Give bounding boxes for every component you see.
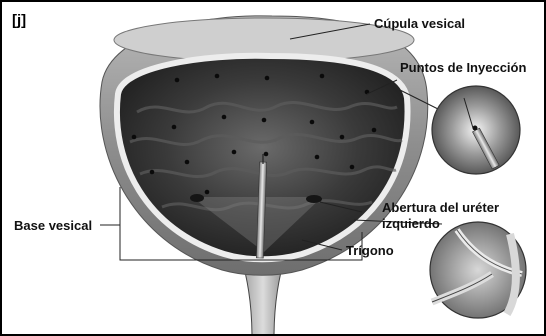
figure-tag: [j]: [12, 12, 26, 29]
label-puntos-de-inyeccion: Puntos de Inyección: [400, 60, 526, 75]
label-base-vesical: Base vesical: [14, 218, 92, 233]
right-ureteral-orifice: [190, 194, 204, 202]
left-ureteral-orifice: [306, 195, 322, 203]
label-trigono: Trígono: [346, 243, 394, 258]
label-abertura-ureter-line1: Abertura del uréter: [382, 200, 499, 215]
label-cupula-vesical: Cúpula vesical: [374, 16, 465, 31]
ureter-closeup-inset: [430, 222, 526, 318]
injection-closeup-inset: [432, 86, 520, 174]
label-abertura-ureter-line2: izquierdo: [382, 216, 440, 231]
